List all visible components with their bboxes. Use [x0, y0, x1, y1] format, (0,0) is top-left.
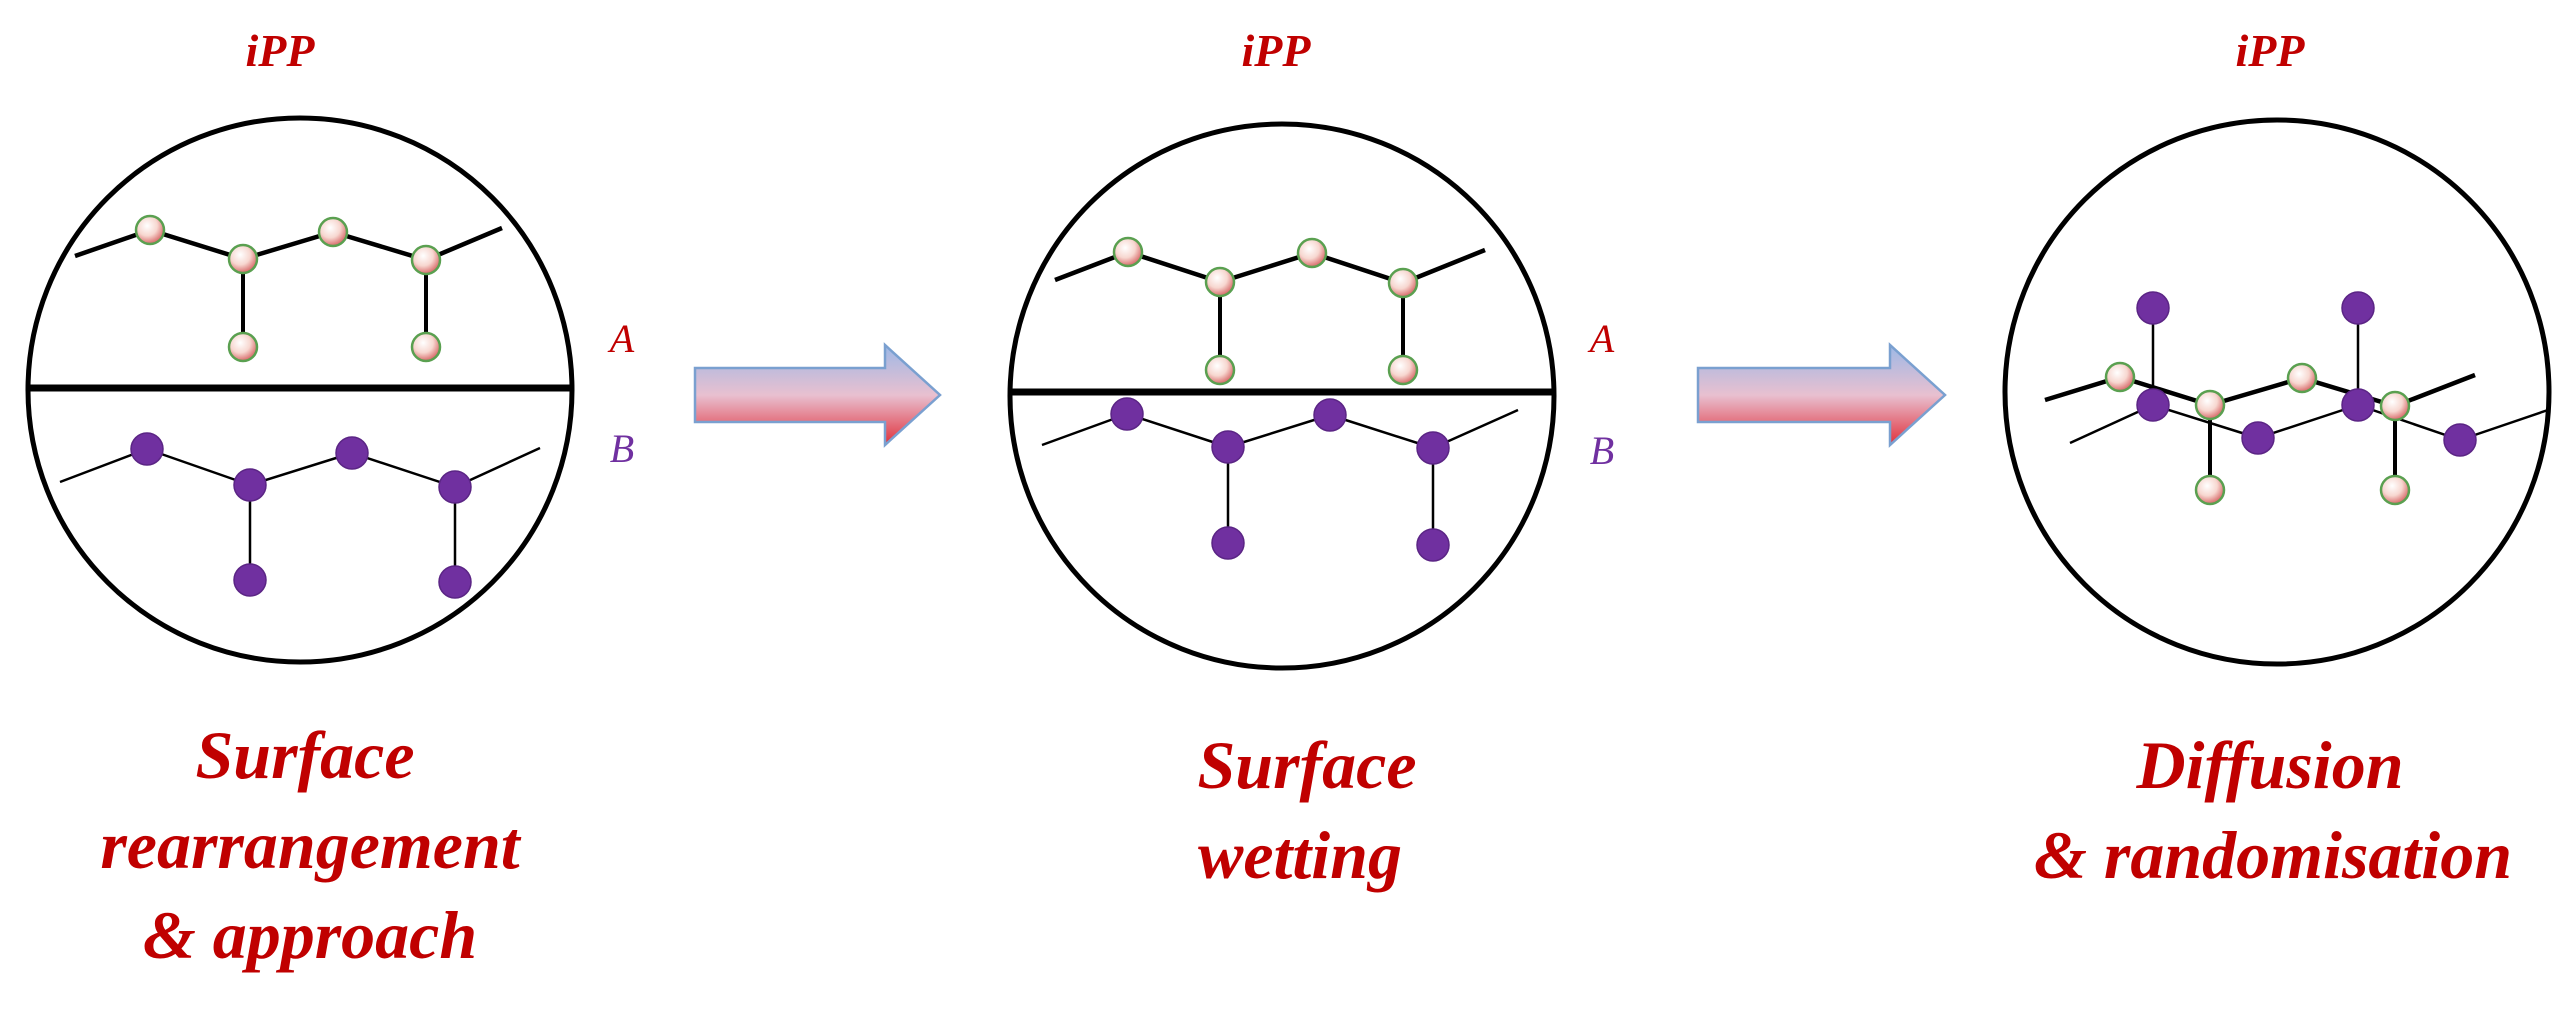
panel-diffusion-material-label: iPP [2236, 25, 2306, 76]
arrow-wetting-to-diffusion [1696, 342, 1947, 448]
panel-wetting-chain-a [1054, 236, 1486, 386]
panel-wetting-layer-a-label: A [1587, 316, 1615, 361]
panel-wetting-caption-line-1: Surface [1197, 727, 1416, 803]
panel-wetting-circle [1007, 121, 1557, 671]
arrow-approach-to-wetting [693, 342, 942, 448]
panel-approach-chain-b [59, 432, 541, 599]
panel-diffusion: iPP Diffusion & rand [2002, 25, 2552, 893]
panel-diffusion-caption-line-1: Diffusion [2135, 727, 2403, 803]
panel-approach-material-label: iPP [246, 25, 316, 76]
panel-approach: iPP A B Surface rearran [25, 25, 635, 973]
panel-wetting-chain-b [1041, 397, 1519, 562]
panel-approach-caption-line-1: Surface [195, 717, 414, 793]
panel-approach-chain-a [74, 214, 503, 363]
panel-diffusion-caption-line-2: & randomisation [2034, 817, 2512, 893]
panel-approach-caption-line-3: & approach [143, 897, 477, 973]
panel-approach-caption-line-2: rearrangement [100, 807, 521, 883]
panel-approach-layer-b-label: B [610, 426, 634, 471]
panel-approach-layer-a-label: A [607, 316, 635, 361]
panel-wetting-layer-b-label: B [1590, 428, 1614, 473]
panel-diffusion-circle [2002, 117, 2552, 667]
panel-wetting-material-label: iPP [1242, 25, 1312, 76]
panel-wetting-caption-line-2: wetting [1198, 817, 1402, 893]
panel-diffusion-mixed-chains [2044, 291, 2549, 506]
panel-wetting: iPP A B Surface wetting [1007, 25, 1615, 893]
